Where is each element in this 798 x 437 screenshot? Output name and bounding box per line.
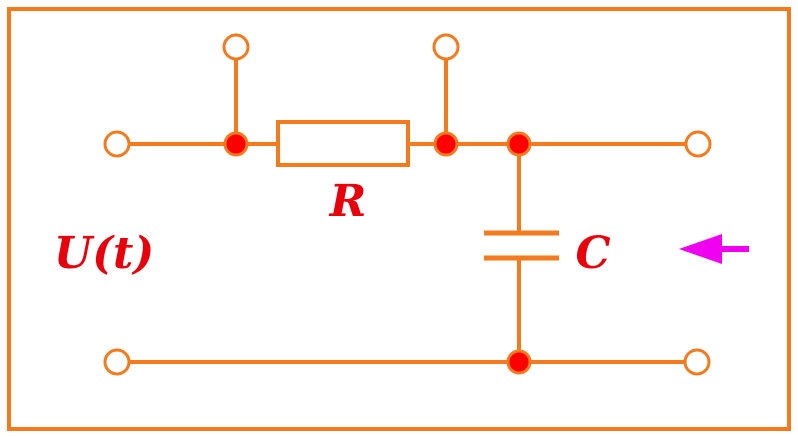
junction-node-1 bbox=[223, 131, 249, 157]
resistor-symbol bbox=[276, 120, 410, 167]
resistor-label: R bbox=[328, 176, 367, 227]
terminal-input-bottom bbox=[103, 348, 131, 376]
terminal-top-left-upper bbox=[222, 33, 250, 61]
input-voltage-label: U(t) bbox=[54, 228, 154, 279]
arrow-left-icon bbox=[679, 234, 749, 264]
junction-node-3 bbox=[506, 131, 532, 157]
capacitor-label: C bbox=[575, 228, 610, 279]
terminal-input-top bbox=[103, 130, 131, 158]
junction-node-4 bbox=[506, 349, 532, 375]
terminal-output-top bbox=[684, 130, 712, 158]
junction-node-2 bbox=[433, 131, 459, 157]
terminal-output-bottom bbox=[683, 348, 711, 376]
diagram-frame bbox=[7, 7, 791, 431]
terminal-top-right-upper bbox=[432, 33, 460, 61]
